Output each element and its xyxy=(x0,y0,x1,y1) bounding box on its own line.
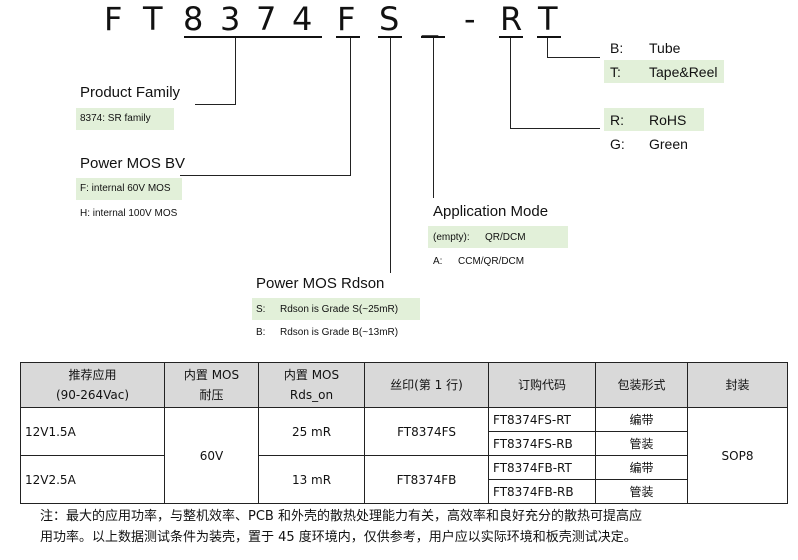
packing-text-t: Tape&Reel xyxy=(649,64,718,80)
rdson-text-s: Rdson is Grade S(~25mR) xyxy=(280,304,399,315)
application-mode-highlight xyxy=(428,226,568,248)
header-package: 封装 xyxy=(687,362,788,408)
power-mos-bv-highlight xyxy=(76,178,182,200)
product-family-highlight xyxy=(76,108,174,130)
product-family-connector-h xyxy=(195,104,236,105)
product-family-item: 8374: SR family xyxy=(80,113,151,124)
header-packing: 包装形式 xyxy=(595,362,688,408)
packing-code-t: T: xyxy=(610,64,621,80)
part-number-char-dash: - xyxy=(464,0,476,38)
part-number-char-4: 4 xyxy=(292,0,313,38)
cell-package: SOP8 xyxy=(687,407,788,504)
rohs-text-g: Green xyxy=(649,136,688,152)
app-mode-code-a: A: xyxy=(433,256,443,267)
table-row: 12V2.5A 13 mR FT8374FB FT8374FB-RT 编带 xyxy=(20,455,788,504)
app-mode-text-a: CCM/QR/DCM xyxy=(458,256,525,267)
app-mode-text-empty: QR/DCM xyxy=(485,232,526,243)
rdson-text-b: Rdson is Grade B(~13mR) xyxy=(280,327,399,338)
cell-packing: 编带 xyxy=(595,455,688,480)
footnote: 注：最大的应用功率，与整机效率、PCB 和外壳的散热处理能力有关，高效率和良好充… xyxy=(40,506,642,548)
bv-underline xyxy=(336,36,360,38)
cell-marking: FT8374FS xyxy=(364,407,489,456)
table-row: 12V1.5A 60V 25 mR FT8374FS FT8374FS-RT 编… xyxy=(20,407,788,504)
part-number-char-f2: F xyxy=(337,0,356,38)
rdson-code-s: S: xyxy=(256,304,266,315)
part-number-char-8: 8 xyxy=(183,0,204,38)
packing-underline xyxy=(537,36,561,38)
part-number-char-r: R xyxy=(500,0,523,38)
rdson-underline xyxy=(378,36,402,38)
rohs-underline xyxy=(499,36,523,38)
power-mos-bv-item-h: H: internal 100V MOS xyxy=(80,208,178,219)
footnote-line-1: 注：最大的应用功率，与整机效率、PCB 和外壳的散热处理能力有关，高效率和良好充… xyxy=(40,509,642,524)
product-family-connector xyxy=(235,38,236,105)
cell-order-code: FT8374FS-RT xyxy=(488,407,596,432)
rohs-connector xyxy=(510,38,511,129)
app-mode-underline xyxy=(421,36,445,38)
cell-application: 12V1.5A xyxy=(20,407,165,456)
cell-packing: 编带 xyxy=(595,407,688,432)
part-number-char-t: T xyxy=(143,0,163,38)
cell-rds-on: 13 mR xyxy=(258,455,365,504)
power-mos-bv-item-f: F: internal 60V MOS xyxy=(80,183,171,194)
packing-code-b: B: xyxy=(610,40,624,56)
power-mos-rdson-highlight xyxy=(252,298,420,320)
part-number-char-s: S xyxy=(379,0,400,38)
bv-connector xyxy=(350,38,351,176)
rohs-highlight xyxy=(604,108,704,131)
part-number-char-7: 7 xyxy=(256,0,277,38)
cell-rds-on: 25 mR xyxy=(258,407,365,456)
app-mode-code-empty: (empty): xyxy=(433,232,470,243)
packing-text-b: Tube xyxy=(649,40,681,56)
rohs-text-r: RoHS xyxy=(649,112,687,128)
part-number-char-t2: T xyxy=(538,0,558,38)
cell-application: 12V2.5A xyxy=(20,455,165,504)
app-mode-connector xyxy=(433,38,434,198)
header-application: 推荐应用(90-264Vac) xyxy=(20,362,165,408)
cell-packing: 管装 xyxy=(595,479,688,504)
header-marking: 丝印(第 1 行) xyxy=(364,362,489,408)
part-number-char-blank: _ xyxy=(422,0,438,38)
product-family-underline xyxy=(184,36,322,38)
rohs-code-g: G: xyxy=(610,136,625,152)
bv-connector-h xyxy=(180,175,351,176)
footnote-line-2: 用功率。以上数据测试条件为装壳，置于 45 度环境内，仅供参考，用户应以实际环境… xyxy=(40,530,637,545)
cell-marking: FT8374FB xyxy=(364,455,489,504)
power-mos-rdson-title: Power MOS Rdson xyxy=(256,275,385,292)
product-family-title: Product Family xyxy=(80,84,181,101)
part-number-char-3: 3 xyxy=(220,0,241,38)
rdson-connector xyxy=(390,38,391,273)
cell-voltage: 60V xyxy=(164,407,259,504)
rohs-connector-h xyxy=(510,128,600,129)
cell-order-code: FT8374FB-RB xyxy=(488,479,596,504)
rdson-code-b: B: xyxy=(256,327,266,338)
table-row: FT8374FB-RB 管装 xyxy=(21,479,788,504)
application-mode-title: Application Mode xyxy=(433,203,549,220)
cell-packing: 管装 xyxy=(595,431,688,456)
power-mos-bv-title: Power MOS BV xyxy=(80,155,186,172)
packing-highlight xyxy=(604,60,724,83)
packing-connector-h xyxy=(547,57,600,58)
cell-order-code: FT8374FB-RT xyxy=(488,455,596,480)
part-number-char-f: F xyxy=(104,0,123,38)
rohs-code-r: R: xyxy=(610,112,624,128)
cell-order-code: FT8374FS-RB xyxy=(488,431,596,456)
packing-connector xyxy=(547,38,548,58)
header-order-code: 订购代码 xyxy=(488,362,596,408)
